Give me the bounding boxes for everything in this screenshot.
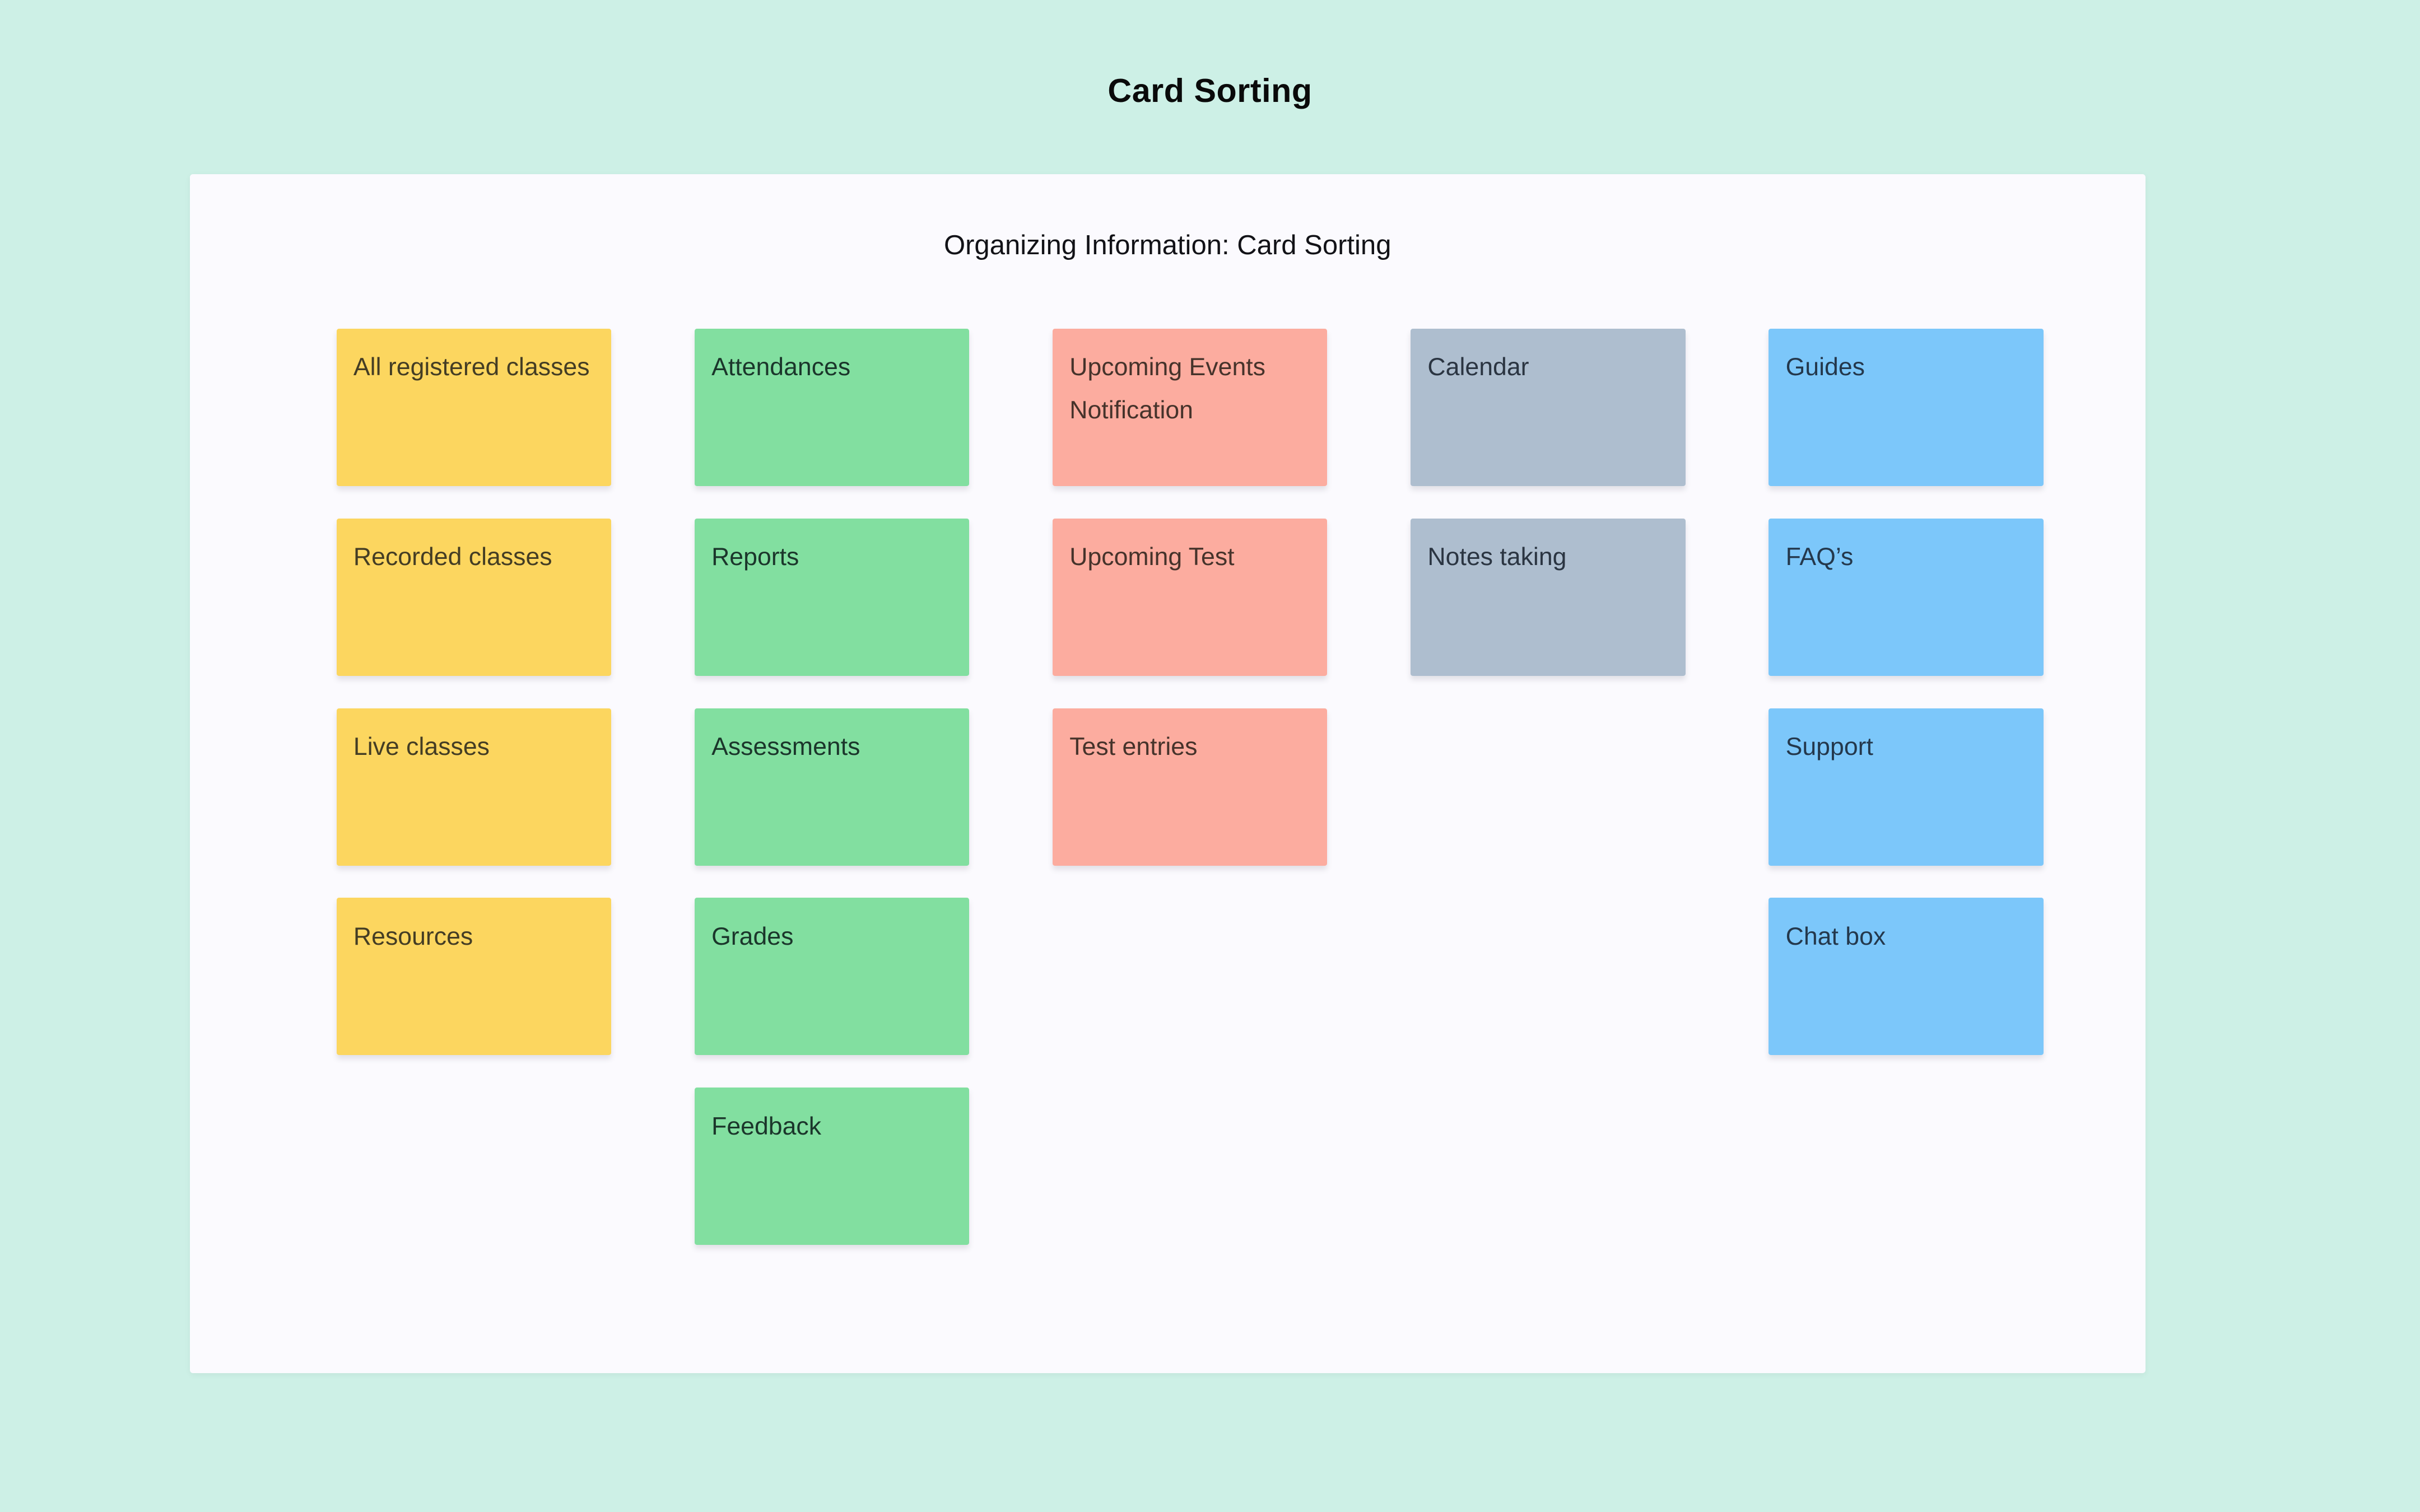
card-label: Assessments — [711, 732, 860, 760]
card-faq-s[interactable]: FAQ’s — [1769, 518, 2044, 676]
card-label: Feedback — [711, 1112, 822, 1140]
card-label: Attendances — [711, 353, 851, 381]
card-label: Notes taking — [1427, 543, 1567, 571]
card-label: Support — [1785, 732, 1873, 760]
card-chat-box[interactable]: Chat box — [1769, 898, 2044, 1056]
page-title: Card Sorting — [1107, 72, 1313, 110]
card-label: Guides — [1785, 353, 1865, 381]
card-label: Upcoming Events Notification — [1069, 353, 1265, 424]
board-title: Organizing Information: Card Sorting — [943, 230, 1392, 260]
card-label: All registered classes — [353, 353, 590, 381]
card-all-registered-classes[interactable]: All registered classes — [336, 328, 612, 486]
card-label: Reports — [711, 543, 799, 571]
card-feedback[interactable]: Feedback — [694, 1088, 970, 1245]
card-recorded-classes[interactable]: Recorded classes — [336, 518, 612, 676]
card-live-classes[interactable]: Live classes — [336, 708, 612, 866]
card-assessments[interactable]: Assessments — [694, 708, 970, 866]
card-label: Recorded classes — [353, 543, 552, 571]
card-label: Live classes — [353, 732, 490, 760]
card-test-entries[interactable]: Test entries — [1052, 708, 1328, 866]
card-upcoming-test[interactable]: Upcoming Test — [1052, 518, 1328, 676]
card-label: Calendar — [1427, 353, 1529, 381]
card-resources[interactable]: Resources — [336, 898, 612, 1056]
card-upcoming-events-notification[interactable]: Upcoming Events Notification — [1052, 328, 1328, 486]
card-attendances[interactable]: Attendances — [694, 328, 970, 486]
card-reports[interactable]: Reports — [694, 518, 970, 676]
card-label: Test entries — [1069, 732, 1198, 760]
card-guides[interactable]: Guides — [1769, 328, 2044, 486]
card-notes-taking[interactable]: Notes taking — [1411, 518, 1686, 676]
card-sorting-board: Organizing Information: Card Sorting All… — [189, 174, 2146, 1374]
card-label: Chat box — [1785, 922, 1886, 950]
card-label: Resources — [353, 922, 473, 950]
card-support[interactable]: Support — [1769, 708, 2044, 866]
card-grades[interactable]: Grades — [694, 898, 970, 1056]
card-calendar[interactable]: Calendar — [1411, 328, 1686, 486]
card-label: Grades — [711, 922, 794, 950]
card-label: FAQ’s — [1785, 543, 1854, 571]
card-label: Upcoming Test — [1069, 543, 1235, 571]
